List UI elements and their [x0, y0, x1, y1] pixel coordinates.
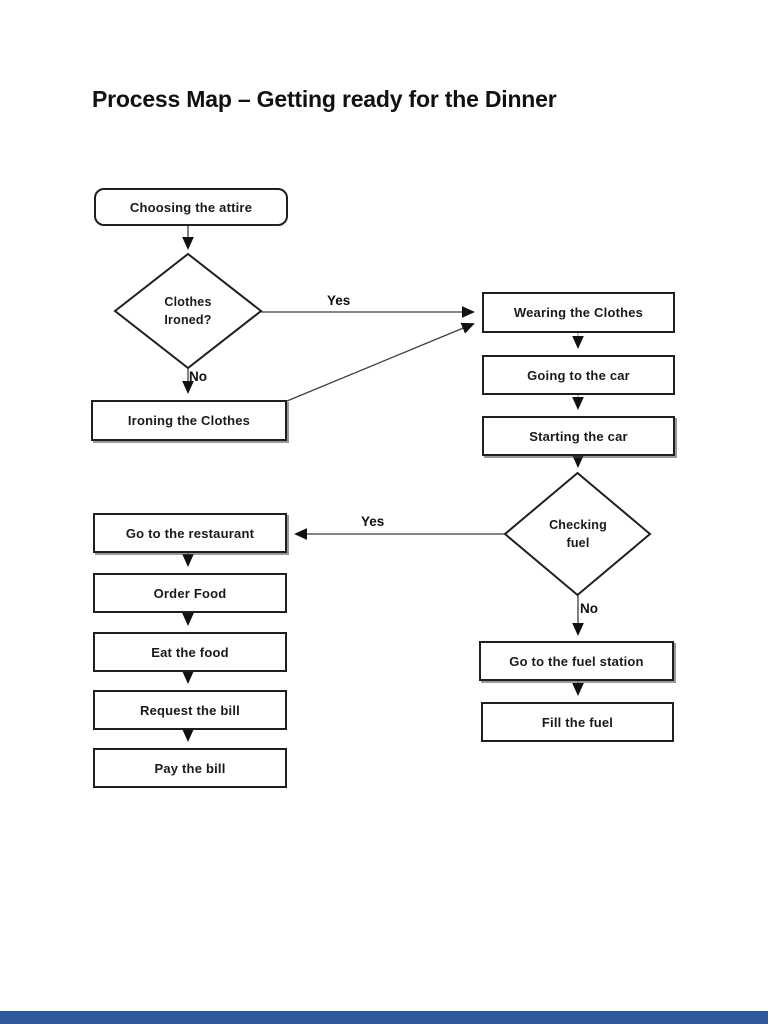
- flow-node-choosing-attire: Choosing the attire: [94, 188, 288, 226]
- flow-decision-checking-fuel: Checking fuel: [549, 517, 607, 550]
- flow-decision-clothes-ironed: Clothes Ironed?: [164, 294, 212, 327]
- decision-checking-fuel-shape: [503, 471, 652, 597]
- page-title: Process Map – Getting ready for the Dinn…: [92, 86, 557, 112]
- edge-label-fuel-yes: Yes: [361, 514, 385, 529]
- flow-node-request-bill: Request the bill: [93, 690, 287, 730]
- page-bottom-bar: [0, 1011, 768, 1024]
- edge-label-ironed-no: No: [189, 369, 207, 384]
- flow-node-eat-food: Eat the food: [93, 632, 287, 672]
- flow-node-starting-car: Starting the car: [482, 416, 675, 456]
- flow-node-fill-fuel: Fill the fuel: [481, 702, 674, 742]
- flow-node-order-food: Order Food: [93, 573, 287, 613]
- edge-label-ironed-yes: Yes: [327, 293, 351, 308]
- flow-node-going-to-car: Going to the car: [482, 355, 675, 395]
- decision-clothes-ironed-shape: [113, 252, 263, 370]
- edge-ironing-to-wearing: [286, 322, 475, 402]
- flow-node-ironing-clothes: Ironing the Clothes: [91, 400, 287, 441]
- flow-node-wearing-clothes: Wearing the Clothes: [482, 292, 675, 333]
- flow-node-pay-bill: Pay the bill: [93, 748, 287, 788]
- flow-node-go-to-restaurant: Go to the restaurant: [93, 513, 287, 553]
- edge-label-fuel-no: No: [580, 601, 598, 616]
- flow-node-go-to-fuel-station: Go to the fuel station: [479, 641, 674, 681]
